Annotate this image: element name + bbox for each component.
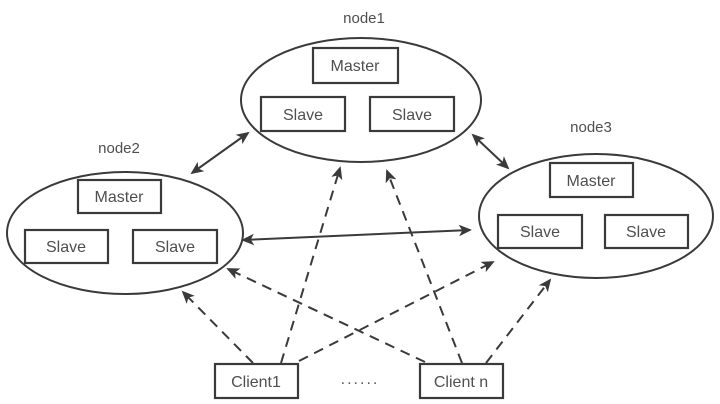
clients-ellipsis: ...... [341, 371, 380, 388]
node2-master-label: Master [95, 189, 145, 206]
node2-slave1-box [23, 228, 110, 265]
edge-node1-node3 [471, 133, 510, 170]
node1-slave2-box [368, 95, 456, 133]
edge-client-n-node1 [385, 169, 463, 364]
edge-node2-node3 [241, 224, 472, 246]
edge-node2-node1 [190, 131, 250, 175]
edge-client1-node2 [181, 290, 254, 364]
edge-client-n-node3 [485, 278, 552, 364]
node1-master-label: Master [331, 58, 381, 75]
node3-slave1-box [496, 213, 584, 250]
node3-slave2-box [603, 213, 690, 250]
edge-client1-node3 [298, 261, 495, 362]
node1-slave1-box [259, 95, 347, 133]
node2-slave1-label: Slave [46, 239, 86, 256]
client-n-box [418, 362, 505, 400]
node3-label: node3 [570, 119, 612, 136]
node1-master-box [311, 46, 400, 85]
node3-master-box [548, 161, 635, 199]
node2-master-box [76, 178, 163, 215]
client-n-label: Client n [434, 374, 488, 391]
node3-slave2-label: Slave [626, 224, 666, 241]
node2-slave2-label: Slave [155, 239, 195, 256]
client1-label: Client1 [231, 374, 281, 391]
node2-label: node2 [98, 140, 140, 157]
node1-slave2-label: Slave [392, 107, 432, 124]
node3-slave1-label: Slave [520, 224, 560, 241]
node1-slave1-label: Slave [283, 107, 323, 124]
node2-slave2-box [131, 228, 219, 265]
node3-master-label: Master [567, 173, 617, 190]
client1-box [213, 362, 300, 400]
edge-client1-node1 [280, 166, 343, 364]
node1-label: node1 [343, 10, 385, 27]
edge-client-n-node2 [226, 268, 426, 363]
